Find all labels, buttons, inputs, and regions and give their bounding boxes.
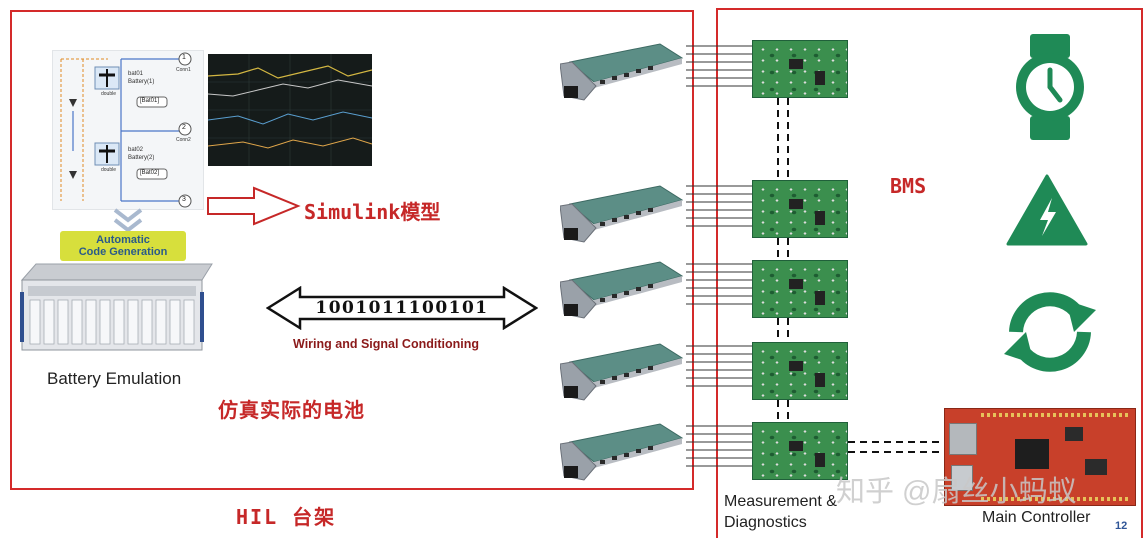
code-generation-chevrons <box>113 208 143 232</box>
wiring-signal-conditioning-label: Wiring and Signal Conditioning <box>293 337 479 351</box>
simulink-arrow <box>206 186 302 226</box>
port1-label: Conn1 <box>176 67 191 73</box>
port3-number: 3 <box>182 196 186 203</box>
io-card <box>560 184 685 244</box>
hil-bench-label: HIL 台架 <box>236 505 337 529</box>
simulated-battery-label: 仿真实际的电池 <box>218 398 365 422</box>
io-card <box>560 260 685 320</box>
scope-traces <box>208 54 372 166</box>
code-generation-text: Automatic Code Generation <box>78 234 168 258</box>
io-card <box>560 342 685 402</box>
main-controller-board <box>944 408 1136 506</box>
simulink-model-label: Simulink模型 <box>304 200 441 224</box>
battery-emulator-rack <box>18 262 214 352</box>
warning-lightning-icon <box>1006 174 1088 246</box>
bms-frame <box>716 8 1143 538</box>
scope-plot <box>208 54 372 166</box>
port1-number: 1 <box>182 54 186 61</box>
refresh-icon <box>998 290 1102 374</box>
cell2-sub: Battery(2) <box>128 155 155 161</box>
measurement-diagnostics-label: Measurement & Diagnostics <box>724 493 837 531</box>
cell1-name: bat01 <box>128 71 144 77</box>
watch-icon <box>1012 34 1088 140</box>
measurement-board <box>752 180 848 238</box>
controller-links <box>848 436 948 460</box>
io-card <box>560 42 685 102</box>
cell2-type: double <box>101 167 117 173</box>
measurement-board <box>752 422 848 480</box>
main-controller-label: Main Controller <box>982 509 1091 526</box>
binary-signal-arrow: 1001011100101 <box>266 286 538 330</box>
binary-signal-text: 1001011100101 <box>315 298 489 318</box>
cell1-tag: [Bat01] <box>140 98 160 104</box>
wiring-harness <box>686 40 756 480</box>
simulink-schematic: bat01 Battery(1) double [Bat01] bat02 Ba… <box>52 50 204 210</box>
measurement-board <box>752 40 848 98</box>
watermark: 知乎 @扇丝小蚂蚁 <box>836 476 1077 508</box>
hil-bench-frame <box>10 10 694 490</box>
cell1-sub: Battery(1) <box>128 79 155 85</box>
port2-number: 2 <box>182 124 186 131</box>
automatic-code-generation-label: Automatic Code Generation <box>60 231 186 261</box>
bms-label: BMS <box>890 174 927 198</box>
io-card <box>560 422 685 482</box>
daisy-chain-links <box>774 98 834 428</box>
cell2-name: bat02 <box>128 147 144 153</box>
measurement-board <box>752 342 848 400</box>
battery-emulation-label: Battery Emulation <box>47 369 182 388</box>
port2-label: Conn2 <box>176 137 191 143</box>
schematic-wires <box>60 52 192 208</box>
page-number: 12 <box>1115 520 1128 532</box>
cell2-tag: [Bat02] <box>140 170 160 176</box>
measurement-board <box>752 260 848 318</box>
cell1-type: double <box>101 91 117 97</box>
